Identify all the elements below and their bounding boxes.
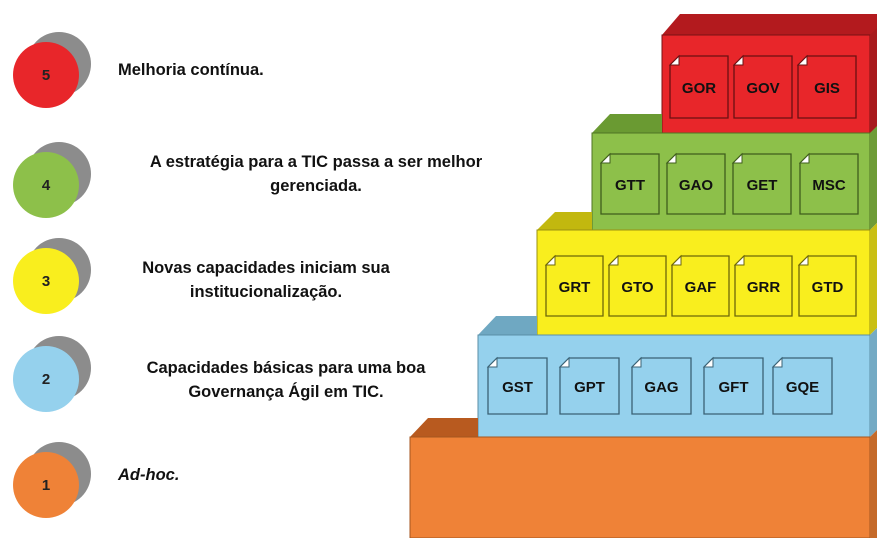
step-3-side-face xyxy=(870,223,877,335)
level-1-description: Ad-hoc. xyxy=(118,463,179,487)
document-label: GFT xyxy=(719,379,749,396)
document-corner-fold xyxy=(599,152,611,164)
level-3-circle: 3 xyxy=(13,248,79,314)
document-label: GOV xyxy=(746,80,779,97)
document-icon-gag: GAG xyxy=(630,356,692,415)
step-1-block xyxy=(409,436,871,538)
level-4-description: A estratégia para a TIC passa a ser melh… xyxy=(116,150,516,198)
level-5-description: Melhoria contínua. xyxy=(118,58,264,82)
document-corner-fold xyxy=(630,356,642,368)
level-2-text-line2: Governança Ágil em TIC. xyxy=(188,383,384,401)
document-label: GTO xyxy=(621,279,654,296)
level-2-circle: 2 xyxy=(13,346,79,412)
document-corner-fold xyxy=(798,152,810,164)
document-icon-gov: GOV xyxy=(732,54,793,119)
level-2-description: Capacidades básicas para uma boa Governa… xyxy=(116,356,456,404)
level-5-text-line1: Melhoria contínua. xyxy=(118,61,264,79)
document-corner-fold xyxy=(797,254,809,266)
document-label: GAG xyxy=(644,379,678,396)
step-2-top-face xyxy=(478,316,537,335)
document-icon-gao: GAO xyxy=(665,152,726,215)
document-label: GIS xyxy=(814,80,840,97)
level-3-text-line1: Novas capacidades iniciam sua xyxy=(142,259,390,277)
document-icon-gqe: GQE xyxy=(771,356,833,415)
document-label: GST xyxy=(502,379,533,396)
document-icon-gpt: GPT xyxy=(558,356,620,415)
step-3-top-face xyxy=(537,212,592,230)
step-5-side-face xyxy=(870,28,877,135)
document-corner-fold xyxy=(486,356,498,368)
document-icon-gtt: GTT xyxy=(599,152,660,215)
document-icon-gor: GOR xyxy=(668,54,729,119)
level-2-badge: 2 xyxy=(13,336,91,414)
document-corner-fold xyxy=(702,356,714,368)
document-label: GET xyxy=(747,177,778,194)
document-label: GAF xyxy=(685,279,717,296)
level-3-description: Novas capacidades iniciam sua institucio… xyxy=(116,256,416,304)
level-2-text-line1: Capacidades básicas para uma boa xyxy=(146,359,426,377)
document-icon-grr: GRR xyxy=(733,254,793,317)
document-icon-gft: GFT xyxy=(702,356,764,415)
level-3-text-line2: institucionalização. xyxy=(189,283,343,301)
document-corner-fold xyxy=(771,356,783,368)
document-icon-gto: GTO xyxy=(607,254,667,317)
level-4-text-line2: gerenciada. xyxy=(270,177,362,195)
document-label: GPT xyxy=(574,379,605,396)
document-corner-fold xyxy=(733,254,745,266)
document-label: GTT xyxy=(615,177,645,194)
step-4-side-face xyxy=(870,126,877,230)
document-label: GQE xyxy=(786,379,819,396)
document-corner-fold xyxy=(796,54,808,66)
document-icon-gst: GST xyxy=(486,356,548,415)
level-5-badge: 5 xyxy=(13,32,91,110)
document-corner-fold xyxy=(670,254,682,266)
step-1-top-face xyxy=(410,418,478,437)
document-icon-gtd: GTD xyxy=(797,254,857,317)
level-5-circle: 5 xyxy=(13,42,79,108)
level-1-circle: 1 xyxy=(13,452,79,518)
document-icon-gaf: GAF xyxy=(670,254,730,317)
document-corner-fold xyxy=(731,152,743,164)
level-3-badge: 3 xyxy=(13,238,91,316)
step-1-side-face xyxy=(870,430,877,538)
document-icon-get: GET xyxy=(731,152,792,215)
level-4-text-line1: A estratégia para a TIC passa a ser melh… xyxy=(149,153,483,171)
level-1-badge: 1 xyxy=(13,442,91,520)
document-corner-fold xyxy=(607,254,619,266)
document-corner-fold xyxy=(665,152,677,164)
document-label: GRR xyxy=(747,279,781,296)
document-label: GRT xyxy=(559,279,591,296)
level-4-circle: 4 xyxy=(13,152,79,218)
document-icon-msc: MSC xyxy=(798,152,859,215)
step-5-top-face xyxy=(662,14,877,35)
document-corner-fold xyxy=(668,54,680,66)
step-2-side-face xyxy=(870,328,877,437)
level-1-text-line1: Ad-hoc. xyxy=(118,466,180,484)
step-4-top-face xyxy=(592,114,662,133)
document-corner-fold xyxy=(558,356,570,368)
document-label: GOR xyxy=(682,80,716,97)
document-label: GTD xyxy=(812,279,844,296)
document-icon-grt: GRT xyxy=(544,254,604,317)
document-label: MSC xyxy=(812,177,846,194)
document-corner-fold xyxy=(732,54,744,66)
document-icon-gis: GIS xyxy=(796,54,857,119)
document-corner-fold xyxy=(544,254,556,266)
document-label: GAO xyxy=(679,177,714,194)
level-4-badge: 4 xyxy=(13,142,91,220)
